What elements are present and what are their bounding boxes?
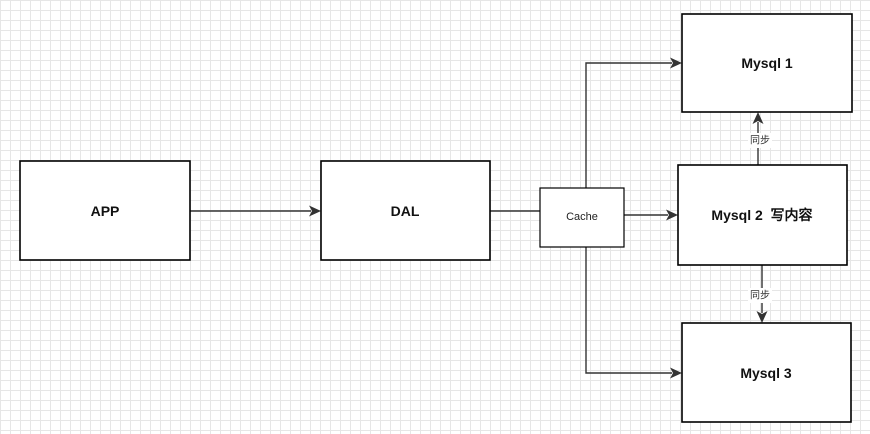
sync-down-label: 同步 bbox=[750, 290, 770, 302]
node-mysql1-box bbox=[681, 13, 853, 113]
node-dal-label: DAL bbox=[391, 203, 420, 219]
edge-cache-to-mysql3 bbox=[585, 247, 672, 374]
node-mysql2[interactable]: Mysql 2 写内容 bbox=[677, 164, 848, 266]
arrowhead-sync-down bbox=[756, 311, 768, 323]
node-dal-box bbox=[320, 160, 491, 261]
node-mysql3-label: Mysql 3 bbox=[740, 365, 792, 381]
node-mysql3-box bbox=[681, 322, 852, 423]
arrowhead-dal bbox=[309, 205, 321, 217]
edges bbox=[190, 57, 768, 379]
node-app-box bbox=[19, 160, 191, 261]
node-cache-box bbox=[539, 187, 625, 248]
node-mysql2-label: Mysql 2 写内容 bbox=[711, 207, 812, 223]
arrowhead-mysql3 bbox=[670, 367, 682, 379]
node-app[interactable]: APP bbox=[19, 160, 191, 261]
arrowhead-sync-up bbox=[752, 112, 764, 124]
node-mysql3[interactable]: Mysql 3 bbox=[681, 322, 852, 423]
node-mysql2-box bbox=[677, 164, 848, 266]
node-app-label: APP bbox=[91, 203, 120, 219]
node-cache-label: Cache bbox=[566, 211, 598, 223]
edge-cache-to-mysql1 bbox=[585, 62, 672, 188]
arrowhead-mysql1 bbox=[670, 57, 682, 69]
node-mysql1-label: Mysql 1 bbox=[741, 55, 793, 71]
arrowhead-mysql2 bbox=[666, 209, 678, 221]
edge-labels: 同步 同步 bbox=[748, 133, 772, 303]
node-mysql1[interactable]: Mysql 1 bbox=[681, 13, 853, 113]
node-dal[interactable]: DAL bbox=[320, 160, 491, 261]
node-cache[interactable]: Cache bbox=[539, 187, 625, 248]
sync-up-label: 同步 bbox=[750, 135, 770, 147]
